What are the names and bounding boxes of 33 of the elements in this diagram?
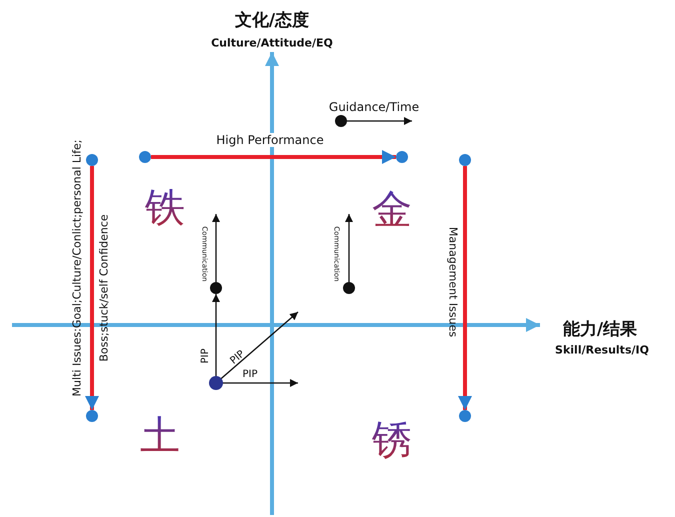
arrow <box>458 166 472 410</box>
axis-title: 文化/态度 <box>234 12 310 30</box>
edge-label: Multi Issues:Goal;Culture/Conlict;personal Life; <box>72 140 82 396</box>
axis-subtitle: Culture/Attitude/EQ <box>211 38 333 48</box>
dot <box>209 376 223 390</box>
quadrant-character: 铁 <box>145 188 185 228</box>
arrow <box>220 312 298 380</box>
dot <box>396 151 408 163</box>
side-label: Boss;stuck/self Confidence <box>98 214 110 362</box>
dot <box>343 282 355 294</box>
edge-label: Management Issues <box>448 226 458 338</box>
arrow <box>347 117 412 125</box>
dot <box>86 154 98 166</box>
axis-subtitle: Skill/Results/IQ <box>555 344 649 356</box>
quadrant-character: 锈 <box>372 420 412 460</box>
dot <box>459 410 471 422</box>
arrow <box>345 214 353 282</box>
edge-label: Guidance/Time <box>328 101 420 113</box>
dot <box>459 154 471 166</box>
dot <box>86 410 98 422</box>
dot <box>335 115 347 127</box>
arrow <box>222 379 298 387</box>
arrow <box>85 166 99 410</box>
dot <box>139 151 151 163</box>
edge-label: PIP <box>242 370 258 380</box>
axis-title: 能力/结果 <box>562 322 638 338</box>
edge-label: PIP <box>201 348 211 364</box>
dot <box>210 282 222 294</box>
edge-label: High Performance <box>214 133 326 147</box>
arrow <box>212 214 220 282</box>
arrow <box>212 294 220 377</box>
arrow <box>151 150 396 164</box>
edge-label: PIP <box>229 349 247 367</box>
